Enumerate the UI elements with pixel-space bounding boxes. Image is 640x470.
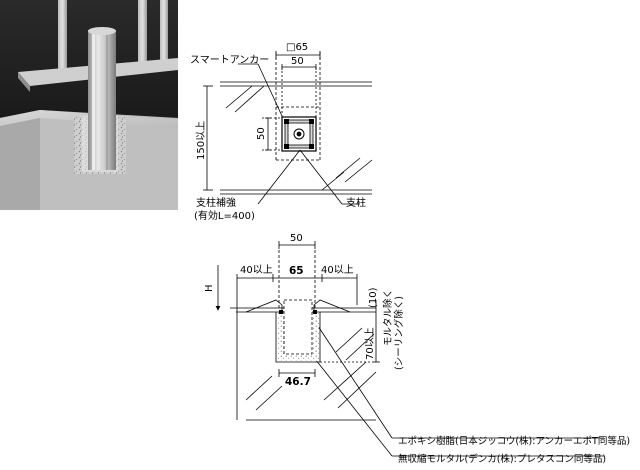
post-label: 支柱	[346, 196, 366, 209]
section-view-drawing	[215, 241, 604, 457]
sealing-exclude-label: (シーリング除く)	[393, 296, 405, 370]
section-bottom-dim: 46.7	[285, 376, 311, 388]
gap-dim: (10)	[368, 287, 379, 308]
square-dim-label: □65	[286, 42, 308, 53]
mortar-note: 無収縮モルタル(デンカ(株):プレタスコン同等品)	[398, 453, 606, 465]
epoxy-mark-right	[313, 310, 317, 314]
epoxy-mark-left	[279, 310, 283, 314]
reinforce-sub: (有効L=400)	[194, 209, 255, 222]
epoxy-note: エポキシ樹脂(日本ジッコウ(株):アンカーエポT同等品)	[398, 435, 630, 447]
post-in-hole	[283, 299, 313, 355]
top-view-drawing	[203, 51, 373, 205]
section-top-dim: 50	[290, 233, 303, 244]
top-depth-dim: 150以上	[195, 121, 207, 160]
section-left-dim: 40以上	[240, 264, 273, 276]
mortar-exclude-label: モルタル除く	[382, 289, 394, 346]
anchor-label: スマートアンカー	[190, 54, 269, 66]
section-center-dim: 65	[289, 265, 304, 277]
section-right-dim: 40以上	[321, 264, 354, 276]
reinforce-label: 支柱補強	[196, 196, 236, 209]
installed-post-photo	[0, 0, 178, 210]
h-label: H	[204, 284, 215, 292]
top-height-dim: 50	[256, 127, 267, 140]
section-depth-dim: 70以上	[364, 327, 376, 360]
top-width-dim: 50	[291, 56, 304, 67]
